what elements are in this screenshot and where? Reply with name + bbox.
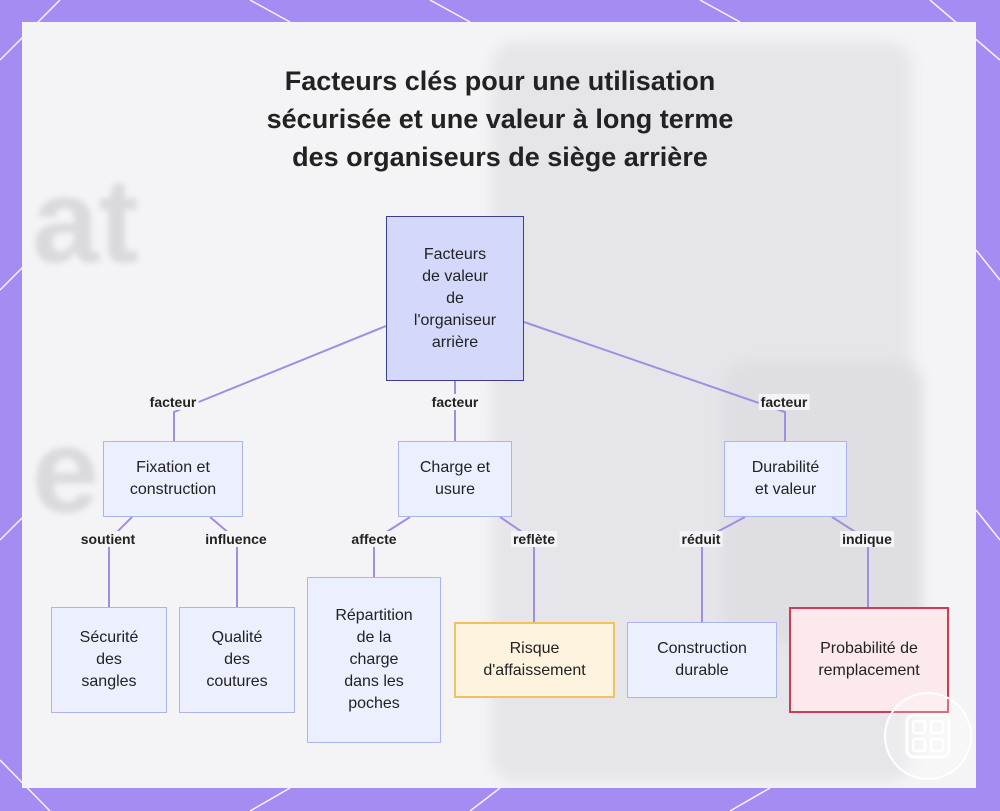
- edge-label-influence: influence: [203, 531, 268, 547]
- node-root-value-factors: Facteurs de valeur de l'organiseur arriè…: [386, 216, 524, 381]
- node-qualite-coutures: Qualité des coutures: [179, 607, 295, 713]
- edge-label-reduit: réduit: [680, 531, 723, 547]
- edge-root-durabilite: [524, 322, 785, 441]
- grid-app-icon: [886, 694, 970, 778]
- edge-label-facteur: facteur: [148, 394, 199, 410]
- node-durabilite-valeur: Durabilité et valeur: [724, 441, 847, 517]
- node-risque-affaissement: Risque d'affaissement: [454, 622, 615, 698]
- node-construction-durable: Construction durable: [627, 622, 777, 698]
- edge-label-indique: indique: [840, 531, 894, 547]
- logo: [884, 692, 972, 780]
- edge-label-affecte: affecte: [349, 531, 398, 547]
- edge-label-facteur: facteur: [759, 394, 810, 410]
- node-repartition-charge: Répartition de la charge dans les poches: [307, 577, 441, 743]
- node-fixation-construction: Fixation et construction: [103, 441, 243, 517]
- node-charge-usure: Charge et usure: [398, 441, 512, 517]
- edge-charge-repartition: [374, 517, 410, 577]
- node-securite-sangles: Sécurité des sangles: [51, 607, 167, 713]
- edge-label-soutient: soutient: [79, 531, 137, 547]
- edge-label-reflete: reflète: [511, 531, 557, 547]
- edge-label-facteur: facteur: [430, 394, 481, 410]
- edge-root-fixation: [174, 326, 386, 441]
